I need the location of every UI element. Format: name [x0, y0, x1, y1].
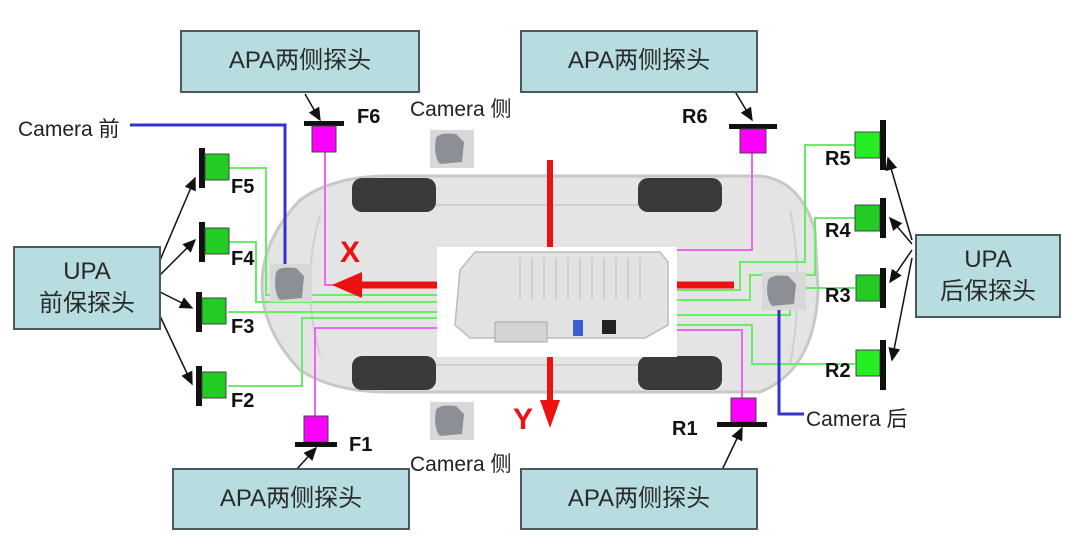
- box-label: APA两侧探头: [567, 484, 711, 512]
- y-axis-arrowhead: [540, 400, 560, 428]
- rear-camera-wire: [777, 308, 804, 416]
- y-axis-label: Y: [513, 403, 534, 436]
- sensor-f2: [196, 366, 227, 406]
- rear-upa-sensors: [854, 120, 886, 390]
- apa-side-sensors-box-top-left: APA两侧探头: [180, 30, 420, 93]
- box-label: APA两侧探头: [228, 47, 372, 75]
- sensor-label-r1: R1: [672, 418, 698, 440]
- camera-rear-icon: [762, 272, 806, 310]
- camera-side-top-icon: [430, 130, 474, 168]
- x-axis-label: X: [340, 236, 361, 269]
- sensor-label-f1: F1: [349, 434, 373, 456]
- apa-side-sensors-box-bottom-left: APA两侧探头: [172, 468, 410, 530]
- upa-front-bumper-box: UPA 前保探头: [13, 246, 161, 330]
- front-upa-sensors: [196, 148, 230, 406]
- sensor-label-r2: R2: [825, 360, 851, 382]
- sensor-f5: [199, 148, 230, 188]
- box-label-line2: 后保探头: [940, 278, 1036, 305]
- box-label-line1: UPA: [63, 257, 111, 285]
- camera-side-top-label: Camera 侧: [410, 98, 512, 121]
- sensor-r4: [854, 198, 886, 238]
- box-label-line2: 前保探头: [39, 290, 135, 317]
- front-camera-wire: [130, 123, 287, 268]
- sensor-r1: [717, 397, 767, 427]
- sensor-r5: [854, 120, 886, 170]
- sensor-label-f3: F3: [231, 316, 255, 338]
- sensor-r3: [855, 268, 886, 308]
- sensor-label-f4: F4: [231, 248, 255, 270]
- wheel-front-right: [352, 356, 436, 390]
- apa-sensors: [295, 121, 777, 447]
- sensor-label-f2: F2: [231, 390, 255, 412]
- sensor-f6: [304, 121, 344, 153]
- ecu-module: [437, 247, 677, 357]
- sensor-label-r4: R4: [825, 220, 851, 242]
- wheel-rear-left: [638, 178, 722, 212]
- box-label: APA两侧探头: [567, 47, 711, 75]
- box-label-line1: UPA: [964, 245, 1012, 273]
- camera-side-bottom-icon: [430, 402, 474, 440]
- sensor-f4: [199, 222, 230, 262]
- wheel-front-left: [352, 178, 436, 212]
- sensor-label-f6: F6: [357, 106, 381, 128]
- sensor-label-f5: F5: [231, 176, 255, 198]
- sensor-label-r5: R5: [825, 148, 851, 170]
- wheel-rear-right: [638, 356, 722, 390]
- camera-side-bottom-label: Camera 侧: [410, 453, 512, 476]
- x-axis-arrowhead: [332, 272, 362, 298]
- box-label: APA两侧探头: [219, 484, 363, 512]
- sensor-r2: [855, 340, 886, 390]
- camera-rear-label: Camera 后: [806, 408, 908, 431]
- sensor-label-r6: R6: [682, 106, 708, 128]
- camera-front-icon: [270, 264, 312, 302]
- sensor-f1: [295, 415, 337, 447]
- pointer-arrows: [157, 87, 913, 471]
- apa-side-sensors-box-bottom-right: APA两侧探头: [520, 468, 758, 530]
- camera-front-label: Camera 前: [18, 118, 120, 141]
- sensor-label-r3: R3: [825, 285, 851, 307]
- apa-side-sensors-box-top-right: APA两侧探头: [520, 30, 758, 93]
- upa-rear-bumper-box: UPA 后保探头: [915, 234, 1061, 318]
- front-upa-wires: [228, 167, 440, 387]
- sensor-r6: [729, 124, 777, 154]
- sensor-f3: [196, 292, 227, 332]
